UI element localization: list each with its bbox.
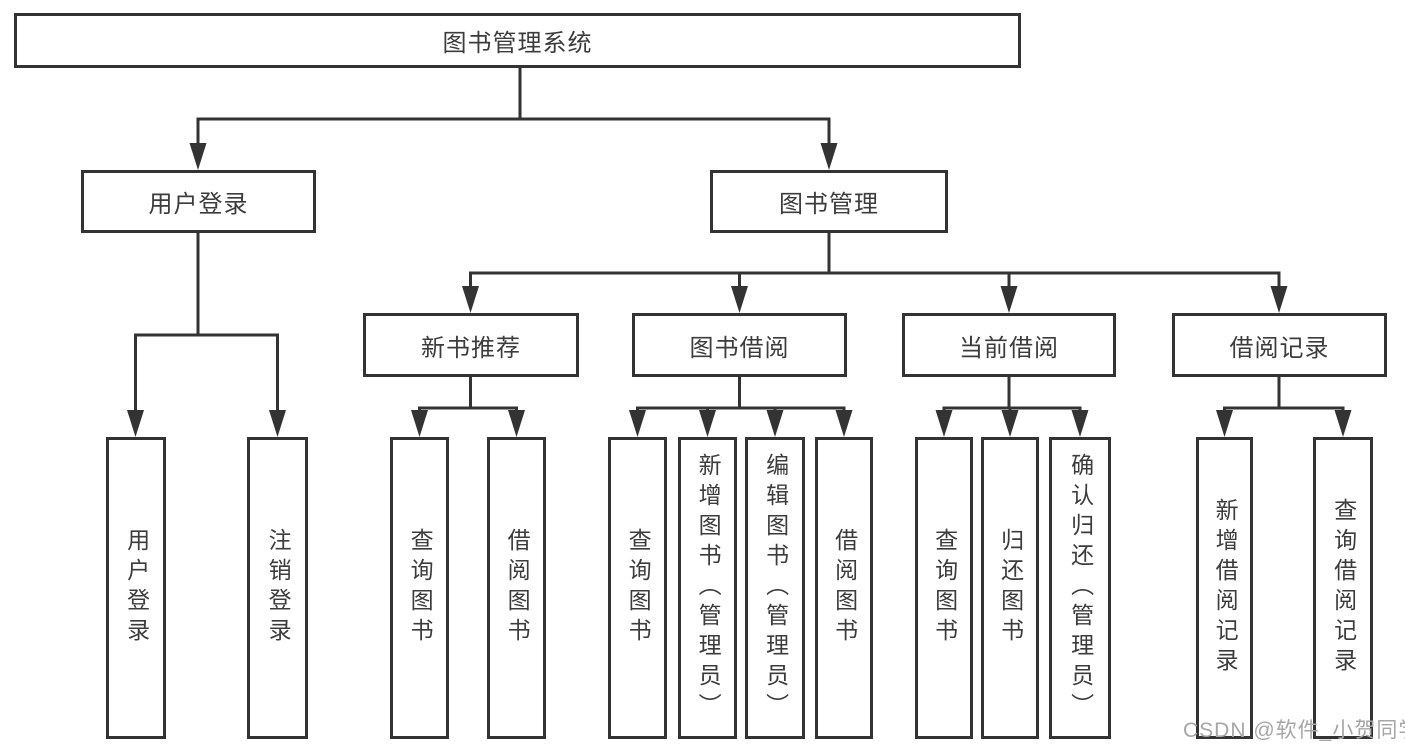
node-label: 当前借阅 [959, 334, 1059, 362]
leaf-borrow-books-2: 借阅图书 [815, 437, 873, 739]
node-user-login: 用户登录 [81, 170, 316, 233]
node-label: 查询图书 [931, 528, 958, 648]
node-label: 查询借阅记录 [1330, 498, 1357, 678]
node-label: 借阅图书 [504, 528, 531, 648]
leaf-add-book-admin: 新增图书（管理员） [678, 437, 737, 739]
node-new-book-recommend: 新书推荐 [363, 313, 579, 377]
node-label: 借阅图书 [831, 528, 858, 648]
node-label: 注销登录 [265, 528, 292, 648]
node-book-management: 图书管理 [710, 170, 948, 233]
node-label: 新增图书（管理员） [695, 453, 722, 723]
arrowheads [127, 143, 1352, 437]
node-label: 新增借阅记录 [1212, 498, 1239, 678]
node-label: 图书借阅 [689, 334, 790, 362]
node-label: 归还图书 [997, 528, 1024, 648]
node-label: 用户登录 [123, 528, 150, 648]
node-label: 查询图书 [625, 528, 652, 648]
node-library-system: 图书管理系统 [14, 13, 1021, 68]
leaf-return-book: 归还图书 [981, 437, 1039, 739]
leaf-add-borrow-record: 新增借阅记录 [1196, 437, 1253, 739]
watermark: CSDN @软件_小贺同学 [1183, 719, 1405, 742]
leaf-edit-book-admin: 编辑图书（管理员） [745, 437, 805, 739]
leaf-borrow-books-1: 借阅图书 [487, 437, 546, 739]
node-current-borrowing: 当前借阅 [902, 313, 1116, 377]
node-label: 新书推荐 [421, 334, 521, 362]
node-label: 编辑图书（管理员） [762, 453, 789, 723]
node-label: 查询图书 [407, 528, 434, 648]
leaf-logout: 注销登录 [247, 437, 308, 739]
leaf-query-books-3: 查询图书 [915, 437, 973, 739]
leaf-user-login: 用户登录 [106, 437, 166, 739]
node-borrowing-records: 借阅记录 [1172, 313, 1387, 377]
node-book-borrowing: 图书借阅 [632, 313, 847, 377]
node-label: 借阅记录 [1229, 334, 1330, 362]
leaf-confirm-return-admin: 确认归还（管理员） [1049, 437, 1111, 739]
node-label: 图书管理 [779, 191, 879, 218]
node-label: 确认归还（管理员） [1067, 453, 1094, 723]
node-label: 图书管理系统 [442, 30, 593, 57]
leaf-query-borrow-record: 查询借阅记录 [1313, 437, 1373, 739]
node-label: 用户登录 [148, 191, 249, 218]
leaf-query-books-1: 查询图书 [390, 437, 449, 739]
leaf-query-books-2: 查询图书 [608, 437, 667, 739]
